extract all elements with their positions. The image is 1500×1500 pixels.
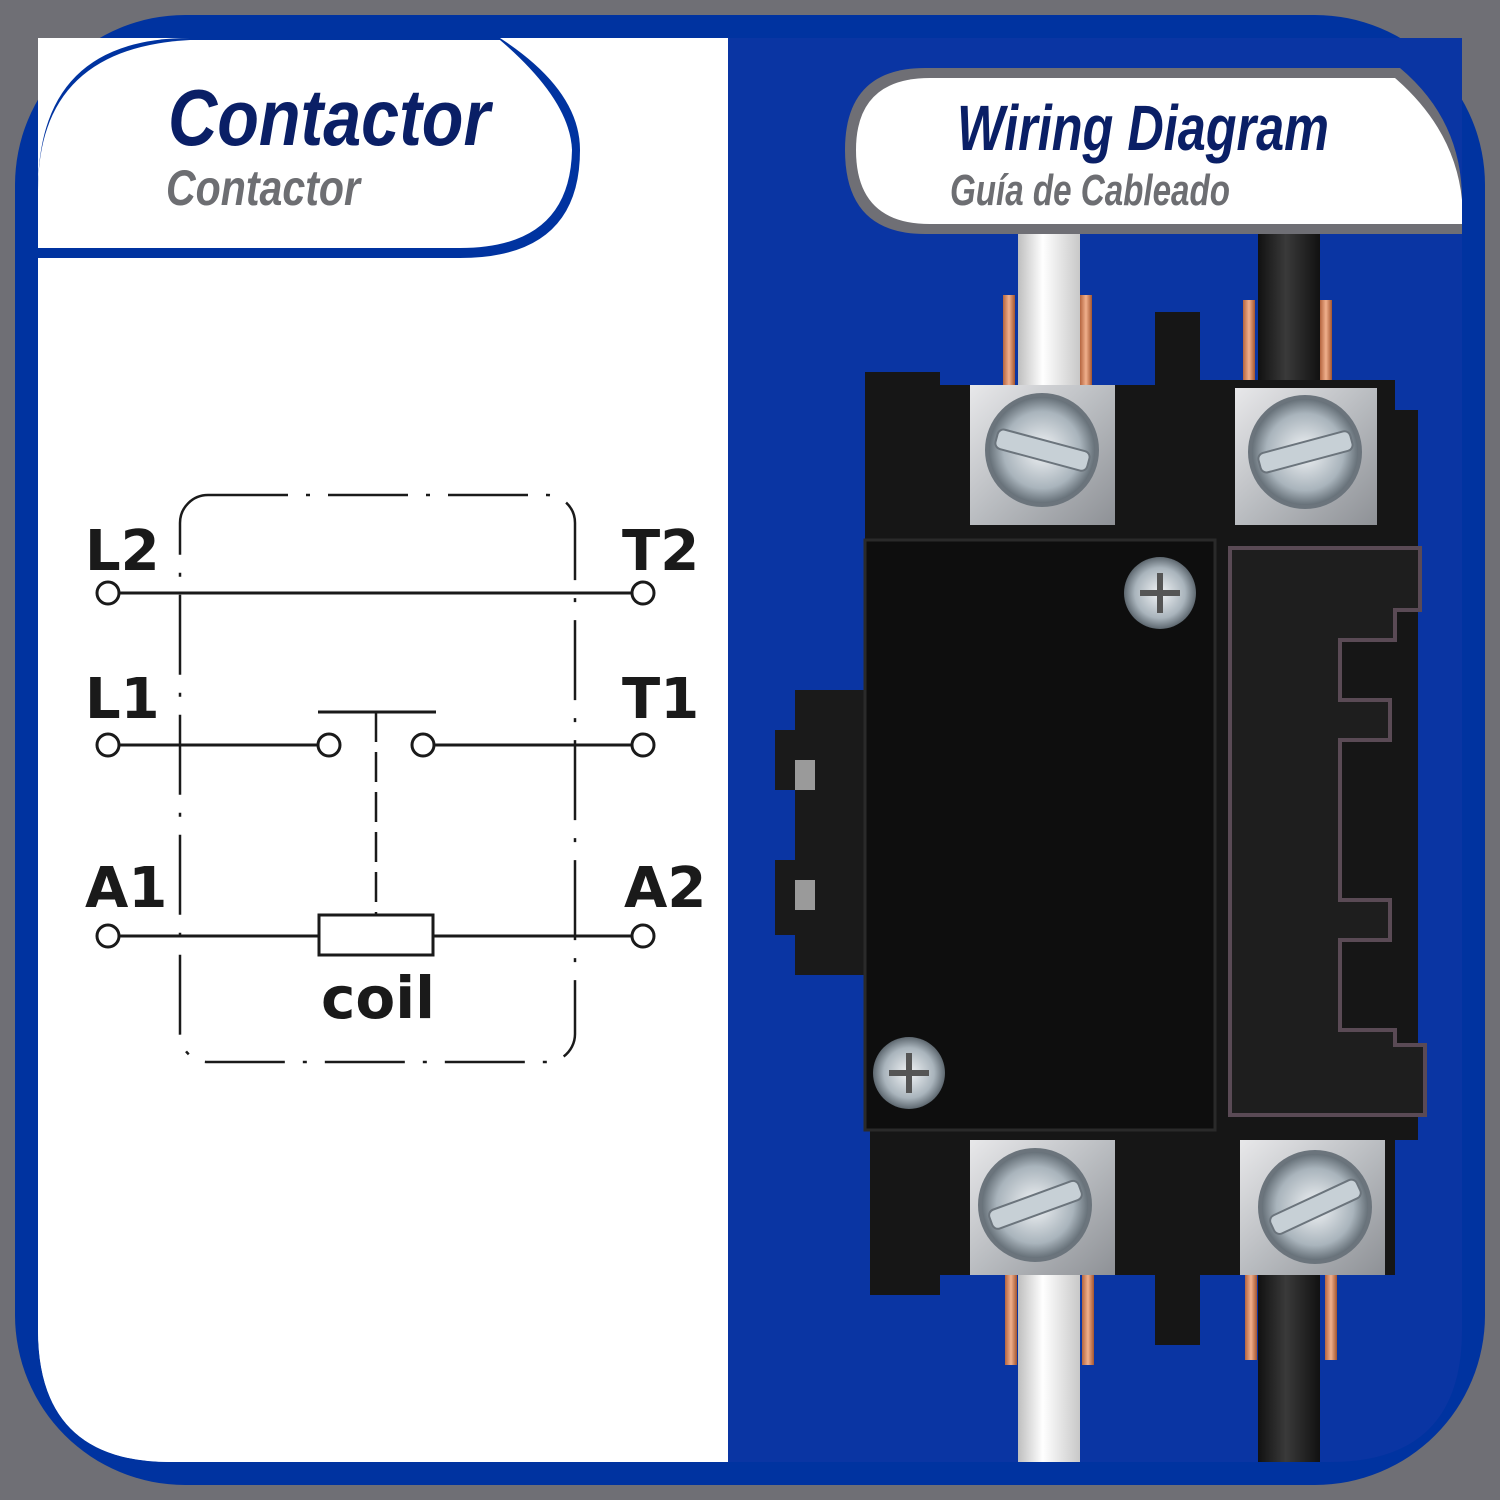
label-a2: A2	[624, 856, 706, 921]
label-a1: A1	[85, 856, 167, 921]
terminal-a2-node	[630, 923, 656, 949]
mounting-bracket	[1228, 546, 1427, 1117]
terminal-lug-t1	[1240, 1140, 1385, 1275]
schematic	[95, 493, 656, 1064]
coil-label: coil	[321, 964, 435, 1032]
coil-symbol	[317, 913, 435, 957]
contact-node-left	[316, 732, 342, 758]
terminal-t2-node	[630, 580, 656, 606]
left-title: Contactor	[168, 73, 493, 162]
copper-terminals-bottom	[1005, 1270, 1337, 1365]
right-subtitle: Guía de Cableado	[950, 166, 1230, 215]
terminal-lug-l1	[970, 1140, 1115, 1275]
coil-cover	[863, 538, 1217, 1132]
copper-terminals-top	[1003, 295, 1332, 395]
terminal-lug-l2	[970, 385, 1115, 525]
left-title-badge: Contactor Contactor	[38, 38, 580, 258]
label-l2: L2	[85, 519, 160, 584]
terminal-labels: L2 T2 L1 T1 A1 A2 coil	[85, 519, 706, 1032]
dashed-enclosure	[178, 493, 577, 1064]
label-t2: T2	[622, 519, 699, 584]
label-t1: T1	[622, 667, 699, 732]
left-subtitle: Contactor	[166, 160, 362, 216]
terminal-l2-node	[95, 580, 121, 606]
cover-screw-icon	[873, 1037, 945, 1109]
contact-node-right	[410, 732, 436, 758]
label-l1: L1	[85, 667, 160, 732]
right-title: Wiring Diagram	[957, 92, 1329, 164]
terminal-a1-node	[95, 923, 121, 949]
contactor-photo	[775, 295, 1427, 1365]
cover-screw-icon	[1124, 557, 1196, 629]
terminal-t1-node	[630, 732, 656, 758]
right-title-badge: Wiring Diagram Guía de Cableado	[845, 68, 1462, 234]
terminal-l1-node	[95, 732, 121, 758]
terminal-lug-t2	[1235, 388, 1377, 525]
